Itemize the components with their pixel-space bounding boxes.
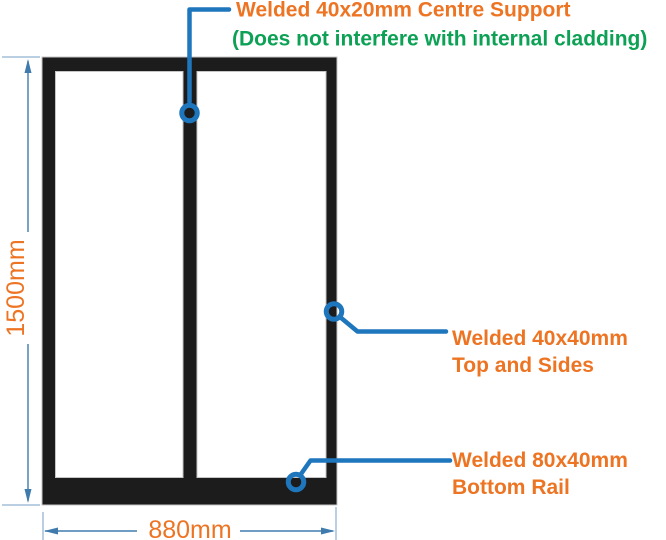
top-sides-label-line1: Welded 40x40mm bbox=[452, 327, 628, 350]
frame-right-opening bbox=[196, 71, 327, 478]
frame bbox=[41, 56, 338, 506]
centre-support-label: Welded 40x20mm Centre Support bbox=[236, 0, 571, 22]
arrow-up-icon bbox=[24, 59, 32, 73]
arrow-left-icon bbox=[44, 527, 58, 535]
bottom-rail-label-line1: Welded 80x40mm bbox=[452, 449, 628, 472]
centre-support-callout: Welded 40x20mm Centre Support (Does not … bbox=[179, 0, 647, 124]
arrow-right-icon bbox=[321, 527, 335, 535]
bottom-rail-callout: Welded 80x40mm Bottom Rail bbox=[285, 449, 628, 499]
top-sides-callout: Welded 40x40mm Top and Sides bbox=[323, 301, 628, 377]
bottom-rail-label-line2: Bottom Rail bbox=[452, 476, 570, 499]
height-dimension: 1500mm bbox=[2, 56, 40, 506]
width-dimension-label: 880mm bbox=[148, 516, 231, 540]
top-sides-label-line2: Top and Sides bbox=[452, 354, 594, 377]
width-dimension: 880mm bbox=[42, 507, 337, 540]
bottom-rail-leader-line bbox=[298, 458, 453, 477]
frame-left-opening bbox=[55, 71, 184, 478]
centre-support-note: (Does not interfere with internal claddi… bbox=[232, 28, 647, 51]
height-dimension-label: 1500mm bbox=[2, 239, 30, 336]
top-sides-marker-icon bbox=[323, 301, 345, 322]
bottom-rail-marker-icon bbox=[285, 471, 307, 493]
centre-support-marker-icon bbox=[179, 102, 200, 124]
arrow-down-icon bbox=[24, 489, 32, 503]
top-sides-leader-line bbox=[337, 314, 449, 334]
centre-support-leader-line bbox=[187, 7, 232, 105]
